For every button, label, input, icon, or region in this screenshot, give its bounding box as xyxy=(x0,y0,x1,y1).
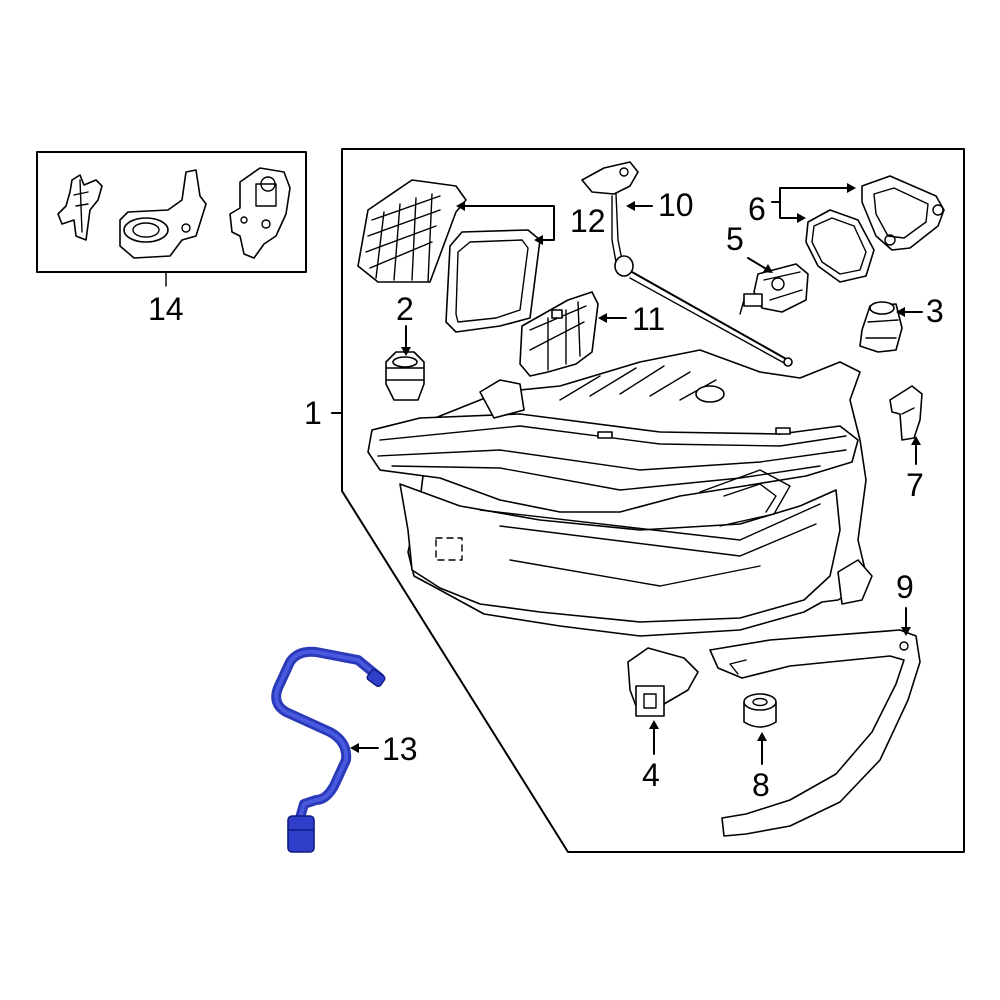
headlamp-drawing xyxy=(367,349,873,637)
callout-8: 8 xyxy=(752,767,770,803)
callout-4: 4 xyxy=(642,757,660,793)
socket-drawing xyxy=(859,301,903,353)
leader-lines xyxy=(331,183,923,765)
callout-1: 1 xyxy=(304,395,322,431)
grommet-drawing xyxy=(385,351,425,401)
callout-12: 12 xyxy=(570,203,606,239)
clip-drawing xyxy=(889,385,923,441)
assembly-frame-1 xyxy=(341,148,965,853)
strip-bracket-drawing xyxy=(709,629,921,837)
actuator-drawing xyxy=(739,263,809,315)
callout-5: 5 xyxy=(726,221,744,257)
callout-14: 14 xyxy=(148,291,184,327)
side-bracket-drawing xyxy=(627,647,699,717)
callout-2: 2 xyxy=(396,291,414,327)
callout-13: 13 xyxy=(382,731,418,767)
control-module-drawing xyxy=(519,291,599,377)
cap-gasket-drawing xyxy=(805,175,945,283)
callout-11: 11 xyxy=(632,301,665,337)
harness-end-connector xyxy=(366,668,386,688)
inset-box-14 xyxy=(36,151,307,273)
harness-drawing xyxy=(271,646,386,853)
callout-10: 10 xyxy=(658,187,694,223)
leveling-sensor-drawing xyxy=(581,161,793,367)
callout-7: 7 xyxy=(906,467,924,503)
bracket-kit-drawing xyxy=(57,167,291,259)
bushing-drawing xyxy=(743,693,777,728)
callout-9: 9 xyxy=(896,569,914,605)
callout-6: 6 xyxy=(748,191,766,227)
harness-plug-connector xyxy=(287,815,315,853)
cover-gasket-drawing xyxy=(357,179,541,333)
callout-3: 3 xyxy=(926,293,944,329)
